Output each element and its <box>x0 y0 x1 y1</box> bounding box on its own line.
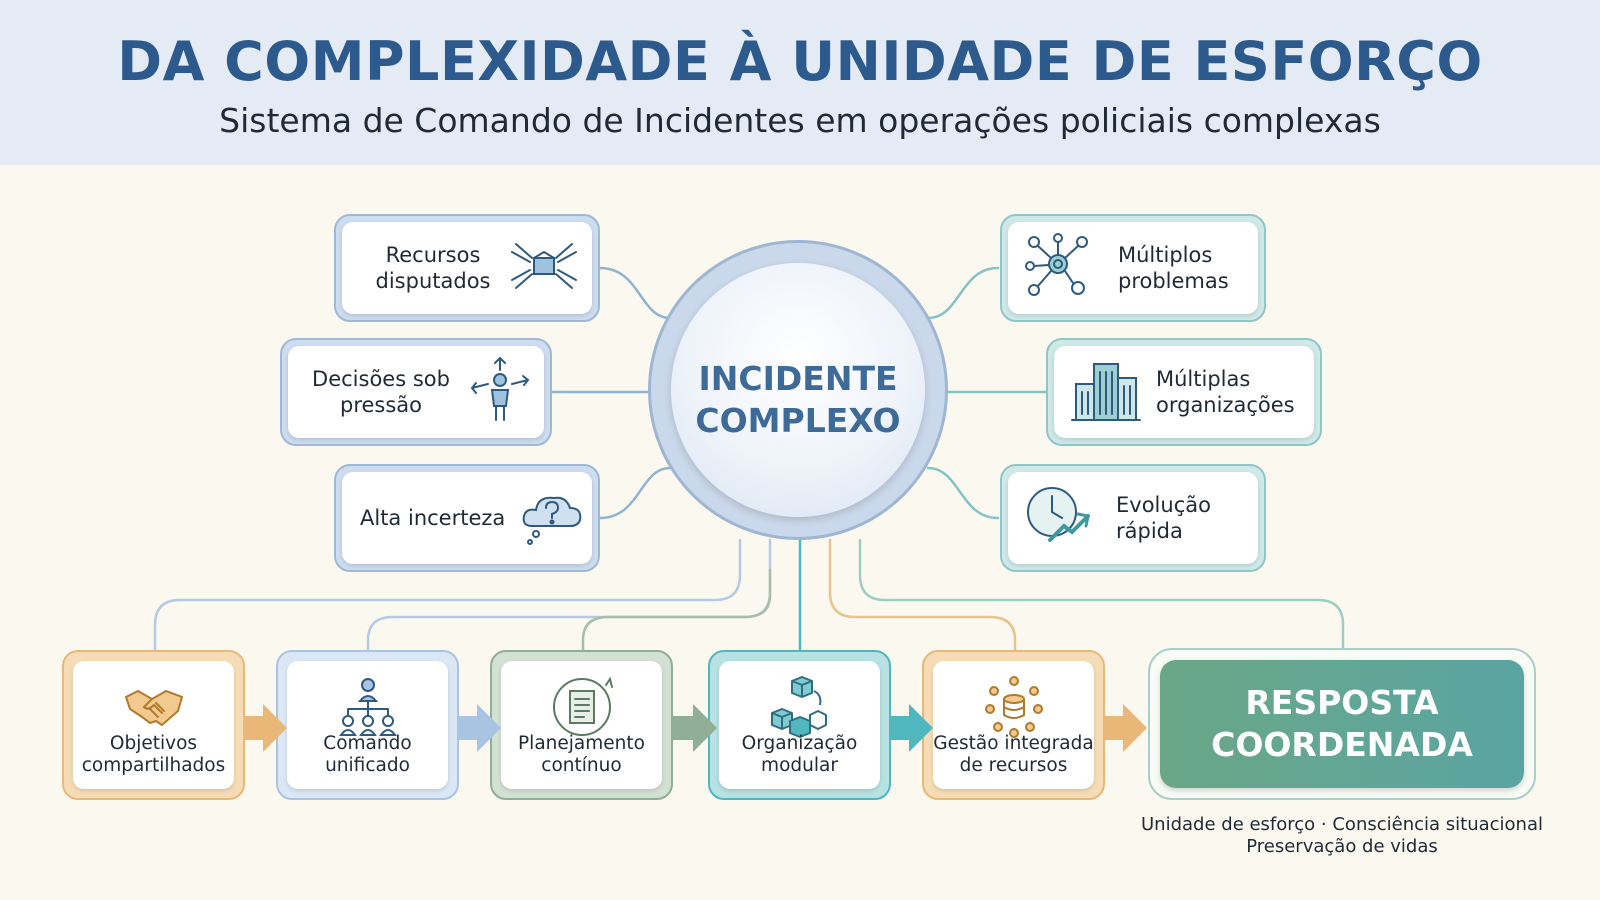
card-label: Recursos disputados <box>375 243 491 293</box>
resource-hub-icon <box>982 675 1046 743</box>
question-cloud-icon <box>516 480 588 556</box>
person-crossroads-icon <box>464 354 536 430</box>
flow-arrow <box>693 704 717 752</box>
flow-arrow-body <box>673 716 693 740</box>
result-caption: Unidade de esforço · Consciência situaci… <box>1141 814 1543 857</box>
header-banner: DA COMPLEXIDADE À UNIDADE DE ESFORÇO Sis… <box>0 0 1600 165</box>
clock-trend-icon <box>1022 480 1094 556</box>
flow-arrow-body <box>891 716 909 740</box>
card-label: Evolução rápida <box>1116 493 1211 543</box>
result-label: RESPOSTA COORDENADA <box>1211 683 1473 764</box>
center-label: INCIDENTE COMPLEXO <box>695 359 901 440</box>
step-gestao-integrada-de-recursos: Gestão integrada de recursos <box>922 650 1105 800</box>
step-organizacao-modular: Organização modular <box>708 650 891 800</box>
step-label: Gestão integrada de recursos <box>933 733 1094 776</box>
card-multiplas-organizacoes: Múltiplas organizações <box>1046 338 1322 446</box>
card-label: Múltiplas organizações <box>1156 367 1295 417</box>
center-node: INCIDENTE COMPLEXO <box>648 240 948 540</box>
step-planejamento-continuo: Planejamento contínuo <box>490 650 673 800</box>
card-alta-incerteza: Alta incerteza <box>334 464 600 572</box>
flow-arrow-body <box>245 716 263 740</box>
step-objetivos-compartilhados: Objetivos compartilhados <box>62 650 245 800</box>
flow-arrow <box>909 704 933 752</box>
card-label: Alta incerteza <box>360 506 506 530</box>
network-gear-icon <box>1022 230 1094 306</box>
result-box: RESPOSTA COORDENADA <box>1148 648 1536 800</box>
flow-arrow-body <box>1105 716 1123 740</box>
org-chart-icon <box>336 675 400 743</box>
step-label: Comando unificado <box>323 733 412 776</box>
card-decisoes-sob-pressao: Decisões sob pressão <box>280 338 552 446</box>
card-recursos-disputados: Recursos disputados <box>334 214 600 322</box>
hands-box-icon <box>508 230 580 306</box>
cubes-icon <box>768 675 832 743</box>
flow-arrow <box>263 704 287 752</box>
card-multiplos-problemas: Múltiplos problemas <box>1000 214 1266 322</box>
flow-arrow <box>1123 704 1147 752</box>
flow-arrow-body <box>459 716 477 740</box>
step-comando-unificado: Comando unificado <box>276 650 459 800</box>
card-evolucao-rapida: Evolução rápida <box>1000 464 1266 572</box>
step-label: Planejamento contínuo <box>518 733 645 776</box>
document-cycle-icon <box>550 675 614 743</box>
handshake-icon <box>122 675 186 743</box>
step-label: Organização modular <box>741 733 858 776</box>
page-title: DA COMPLEXIDADE À UNIDADE DE ESFORÇO <box>117 30 1483 93</box>
card-label: Decisões sob pressão <box>312 367 450 417</box>
buildings-icon <box>1070 354 1142 430</box>
step-label: Objetivos compartilhados <box>81 733 226 776</box>
flow-arrow <box>477 704 501 752</box>
card-label: Múltiplos problemas <box>1118 243 1229 293</box>
page-subtitle: Sistema de Comando de Incidentes em oper… <box>219 101 1381 140</box>
